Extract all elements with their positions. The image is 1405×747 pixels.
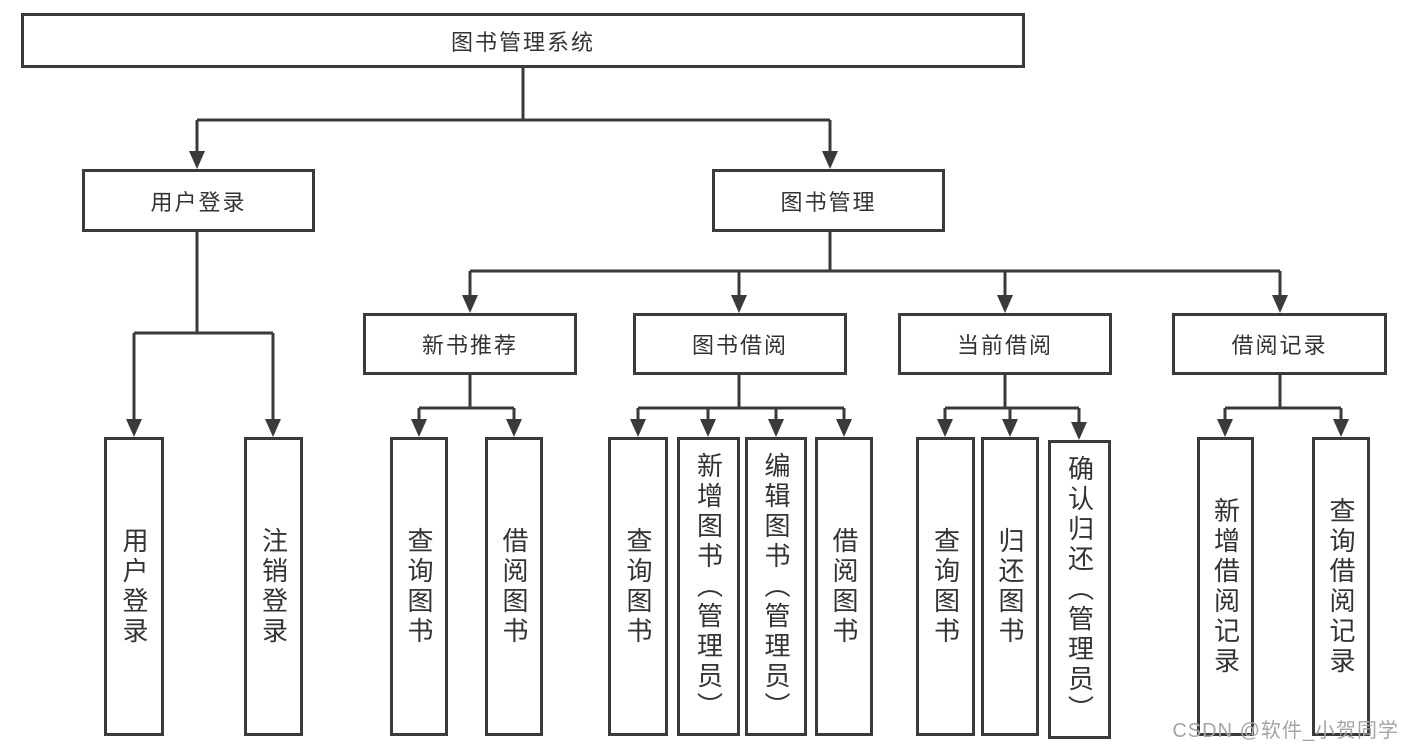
leaf-add-borrow-record: 新增借阅记录 [1197, 437, 1254, 736]
leaf-confirm-return-admin: 确认归还（管理员） [1048, 440, 1111, 739]
leaf-current-query-books: 查询图书 [916, 437, 975, 736]
connector-paths [132, 68, 1343, 425]
leaf-return-books: 归还图书 [981, 437, 1039, 736]
node-borrow-records: 借阅记录 [1172, 313, 1387, 375]
leaf-edit-books-admin: 编辑图书（管理员） [745, 437, 807, 736]
leaf-recommend-query-books: 查询图书 [390, 437, 448, 736]
leaf-recommend-borrow-books: 借阅图书 [485, 437, 543, 736]
node-book-borrow: 图书借阅 [633, 313, 847, 375]
csdn-watermark: CSDN @软件_小贺同学 [1172, 720, 1399, 742]
leaf-query-borrow-record: 查询借阅记录 [1312, 437, 1370, 736]
node-current-borrow: 当前借阅 [898, 313, 1112, 375]
node-user-login: 用户登录 [82, 169, 315, 232]
leaf-borrow-query-books: 查询图书 [608, 437, 668, 736]
leaf-borrow-books: 借阅图书 [815, 437, 873, 736]
leaf-add-books-admin: 新增图书（管理员） [677, 437, 740, 736]
node-book-management: 图书管理 [712, 169, 945, 232]
leaf-logout: 注销登录 [244, 437, 303, 736]
node-root: 图书管理系统 [21, 13, 1025, 68]
node-new-book-recommend: 新书推荐 [363, 313, 577, 375]
leaf-user-login: 用户登录 [104, 437, 164, 736]
arrowheads [126, 151, 1349, 440]
